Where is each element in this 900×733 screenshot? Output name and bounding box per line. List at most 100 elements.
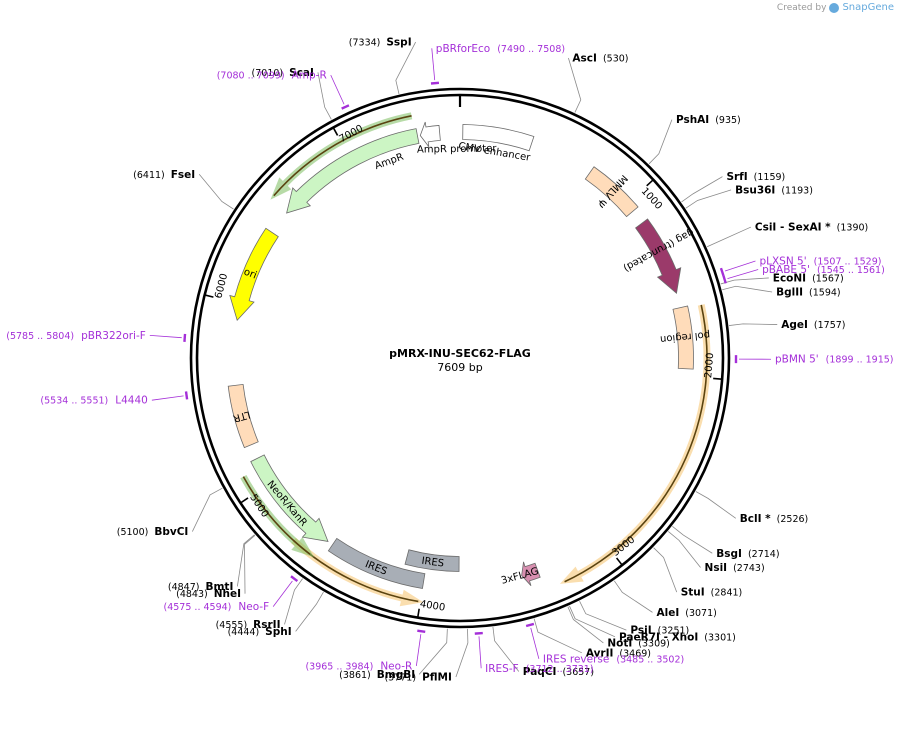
site-position: (3309) xyxy=(638,638,670,649)
primer-leader-line xyxy=(530,627,540,659)
credit-brand: SnapGene xyxy=(842,2,894,13)
primer-leader-line xyxy=(431,48,436,81)
primer-pbabe-5[interactable]: pBABE 5'(1545 .. 1561) xyxy=(722,264,885,284)
site-position: (2526) xyxy=(777,514,809,525)
feature-shape[interactable] xyxy=(250,454,329,542)
site-bbvci[interactable]: (5100)BbvCI xyxy=(117,487,223,538)
feature-shape[interactable] xyxy=(634,218,682,294)
site-pshai[interactable]: PshAI(935) xyxy=(648,114,741,165)
site-label: StuI(2841) xyxy=(681,587,743,599)
site-position: (1159) xyxy=(754,172,786,183)
feature-shape[interactable] xyxy=(672,305,694,370)
site-rsrii[interactable]: (4555)RsrII xyxy=(216,578,303,631)
site-avrii[interactable]: AvrII(3469) xyxy=(533,618,651,660)
primer-ires-f[interactable]: IRES-F(3712 .. 3731) xyxy=(474,631,594,675)
site-alei[interactable]: AleI(3071) xyxy=(613,580,717,619)
feature-shape[interactable] xyxy=(327,537,426,589)
primer-plxsn-5[interactable]: pLXSN 5' (1507 .. 1529) xyxy=(719,255,882,277)
site-nsii[interactable]: NsiI(2743) xyxy=(668,531,765,574)
site-name: BmtI xyxy=(205,581,233,593)
site-position: (4444) xyxy=(228,627,260,638)
site-label: (5100)BbvCI xyxy=(117,526,189,538)
site-psii[interactable]: PsiI(3251) xyxy=(579,601,690,637)
primer-label: (4575 .. 4594)Neo-F xyxy=(164,601,270,613)
primer-pbr322ori-f[interactable]: (5785 .. 5804)pBR322ori-F xyxy=(6,330,187,342)
site-name: NheI xyxy=(214,588,241,600)
feature-shape[interactable] xyxy=(419,121,441,148)
site-csii-sexai[interactable]: CsiI - SexAI *(1390) xyxy=(706,222,869,248)
feature-shape[interactable] xyxy=(227,383,259,449)
site-name: AgeI xyxy=(781,319,808,331)
feature-ampr-promoter[interactable]: AmpR promoter xyxy=(417,121,498,156)
site-position: (1390) xyxy=(837,223,869,234)
primer-pbmn-5[interactable]: pBMN 5'(1899 .. 1915) xyxy=(734,354,894,366)
primer-neo-f[interactable]: (4575 .. 4594)Neo-F xyxy=(164,575,299,613)
site-name: BclI * xyxy=(740,513,771,525)
site-agei[interactable]: AgeI(1757) xyxy=(729,319,846,331)
site-name: StuI xyxy=(681,587,705,599)
feature-shape[interactable] xyxy=(404,549,460,572)
site-leader-line xyxy=(455,628,469,678)
site-bglii[interactable]: BglII(1594) xyxy=(722,285,841,299)
primer-label: (5534 .. 5551)L4440 xyxy=(40,395,147,407)
primer-mark xyxy=(184,391,189,400)
site-leader-line xyxy=(395,41,416,95)
site-leader-line xyxy=(672,526,713,554)
site-pflmi[interactable]: (3771)PflMI xyxy=(384,628,469,684)
site-label: NotI (3309) xyxy=(607,637,670,649)
site-srfi[interactable]: SrfI(1159) xyxy=(681,171,786,203)
feature-gag-truncated[interactable]: gag (truncated) xyxy=(621,218,696,294)
primer-mark xyxy=(430,81,440,85)
site-name: NotI xyxy=(607,637,632,649)
feature-shape[interactable] xyxy=(286,128,420,214)
primer-mark xyxy=(525,622,535,628)
feature-ltr[interactable]: LTR xyxy=(227,383,259,449)
primer-name: pLXSN 5' xyxy=(759,255,806,267)
site-label: (3861)BmgBI xyxy=(339,669,415,681)
feature-ori[interactable]: ori xyxy=(229,227,279,322)
feature-pol-region[interactable]: pol region xyxy=(660,305,711,370)
site-label: (4847)BmtI xyxy=(168,581,233,593)
primer-pbrforeco[interactable]: pBRforEco(7490 .. 7508) xyxy=(430,43,565,85)
site-noti[interactable]: NotI (3309) xyxy=(567,606,670,650)
primer-l4440[interactable]: (5534 .. 5551)L4440 xyxy=(40,391,189,407)
site-sphi[interactable]: (4444)SphI xyxy=(228,591,324,638)
primer-position: (1507 .. 1529) xyxy=(814,256,882,267)
site-scai[interactable]: (7010)ScaI xyxy=(252,67,332,120)
primer-neo-r[interactable]: (3965 .. 3984)Neo-R xyxy=(305,629,426,673)
feature-label: ori xyxy=(242,267,258,282)
primer-mark xyxy=(719,267,725,277)
feature-shape[interactable] xyxy=(229,227,279,322)
site-bsu36i[interactable]: Bsu36I(1193) xyxy=(685,184,813,209)
primer-mark xyxy=(183,333,187,342)
feature-shape[interactable] xyxy=(462,124,535,152)
feature-3xflag[interactable]: 3xFLAG xyxy=(500,561,541,587)
site-nhei[interactable]: (4843)NheI xyxy=(176,535,256,600)
site-bmti[interactable]: (4847)BmtI xyxy=(168,534,255,593)
feature-mmlv[interactable]: MMLV Ψ xyxy=(584,166,639,218)
site-paqci[interactable]: PaqCI(3657) xyxy=(492,626,594,678)
site-asci[interactable]: AscI(530) xyxy=(568,52,628,113)
site-leader-line xyxy=(492,626,520,672)
site-sspi[interactable]: (7334)SspI xyxy=(349,37,416,95)
feature-ampr[interactable]: AmpR xyxy=(286,128,420,214)
site-label: (3771)PflMI xyxy=(384,671,451,683)
feature-shape[interactable] xyxy=(584,166,639,218)
primer-name: pBR322ori-F xyxy=(81,330,146,342)
ruler-tick-label: 4000 xyxy=(419,599,446,614)
primer-name: IRES reverse xyxy=(543,653,610,665)
feature-shape[interactable] xyxy=(521,561,541,586)
primer-mark xyxy=(417,629,426,634)
primer-ires-reverse[interactable]: IRES reverse(3485 .. 3502) xyxy=(525,622,684,665)
site-bmgbi[interactable]: (3861)BmgBI xyxy=(339,628,448,681)
site-paer7i-xhoi[interactable]: PaeR7I - XhoI(3301) xyxy=(569,605,736,643)
site-bcli[interactable]: BclI * (2526) xyxy=(695,491,809,525)
site-bsgi[interactable]: BsgI(2714) xyxy=(672,526,780,560)
primer-amp-r[interactable]: (7080 .. 7099)Amp-R xyxy=(217,70,350,110)
feature-neor-kanr[interactable]: NeoR/KanR xyxy=(250,454,329,542)
feature-ires[interactable]: IRES xyxy=(327,537,426,589)
site-layer: (7334)SspI (7010)ScaI (6411)FseI AscI(530) P… xyxy=(117,37,868,684)
feature-ires[interactable]: IRES xyxy=(404,549,460,572)
site-stui[interactable]: StuI(2841) xyxy=(653,547,743,599)
site-fsei[interactable]: (6411)FseI xyxy=(133,169,234,210)
